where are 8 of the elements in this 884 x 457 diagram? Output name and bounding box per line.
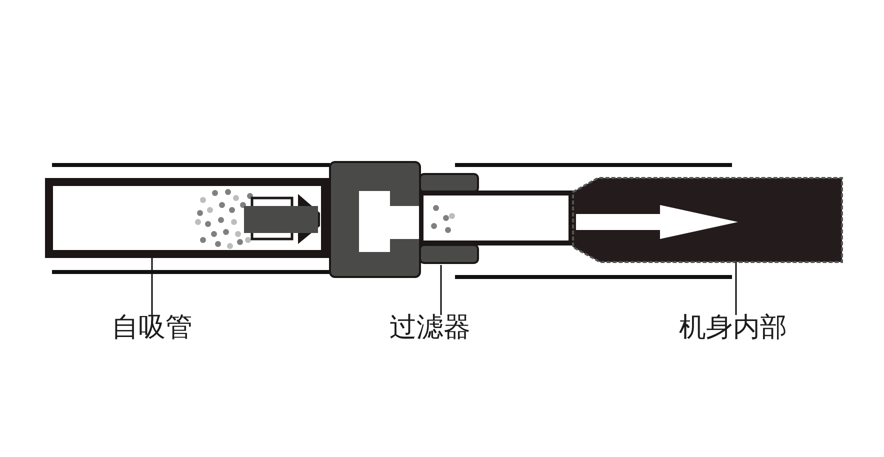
- part-label: 过滤器: [390, 313, 470, 343]
- part-label: 机身内部: [679, 313, 787, 343]
- part-label: 自吸管: [112, 313, 192, 343]
- filter-tube: [418, 173, 574, 264]
- leader-line: [735, 262, 737, 315]
- suction-tube: [45, 178, 329, 258]
- leader-line: [151, 258, 153, 315]
- leader-line: [440, 265, 442, 315]
